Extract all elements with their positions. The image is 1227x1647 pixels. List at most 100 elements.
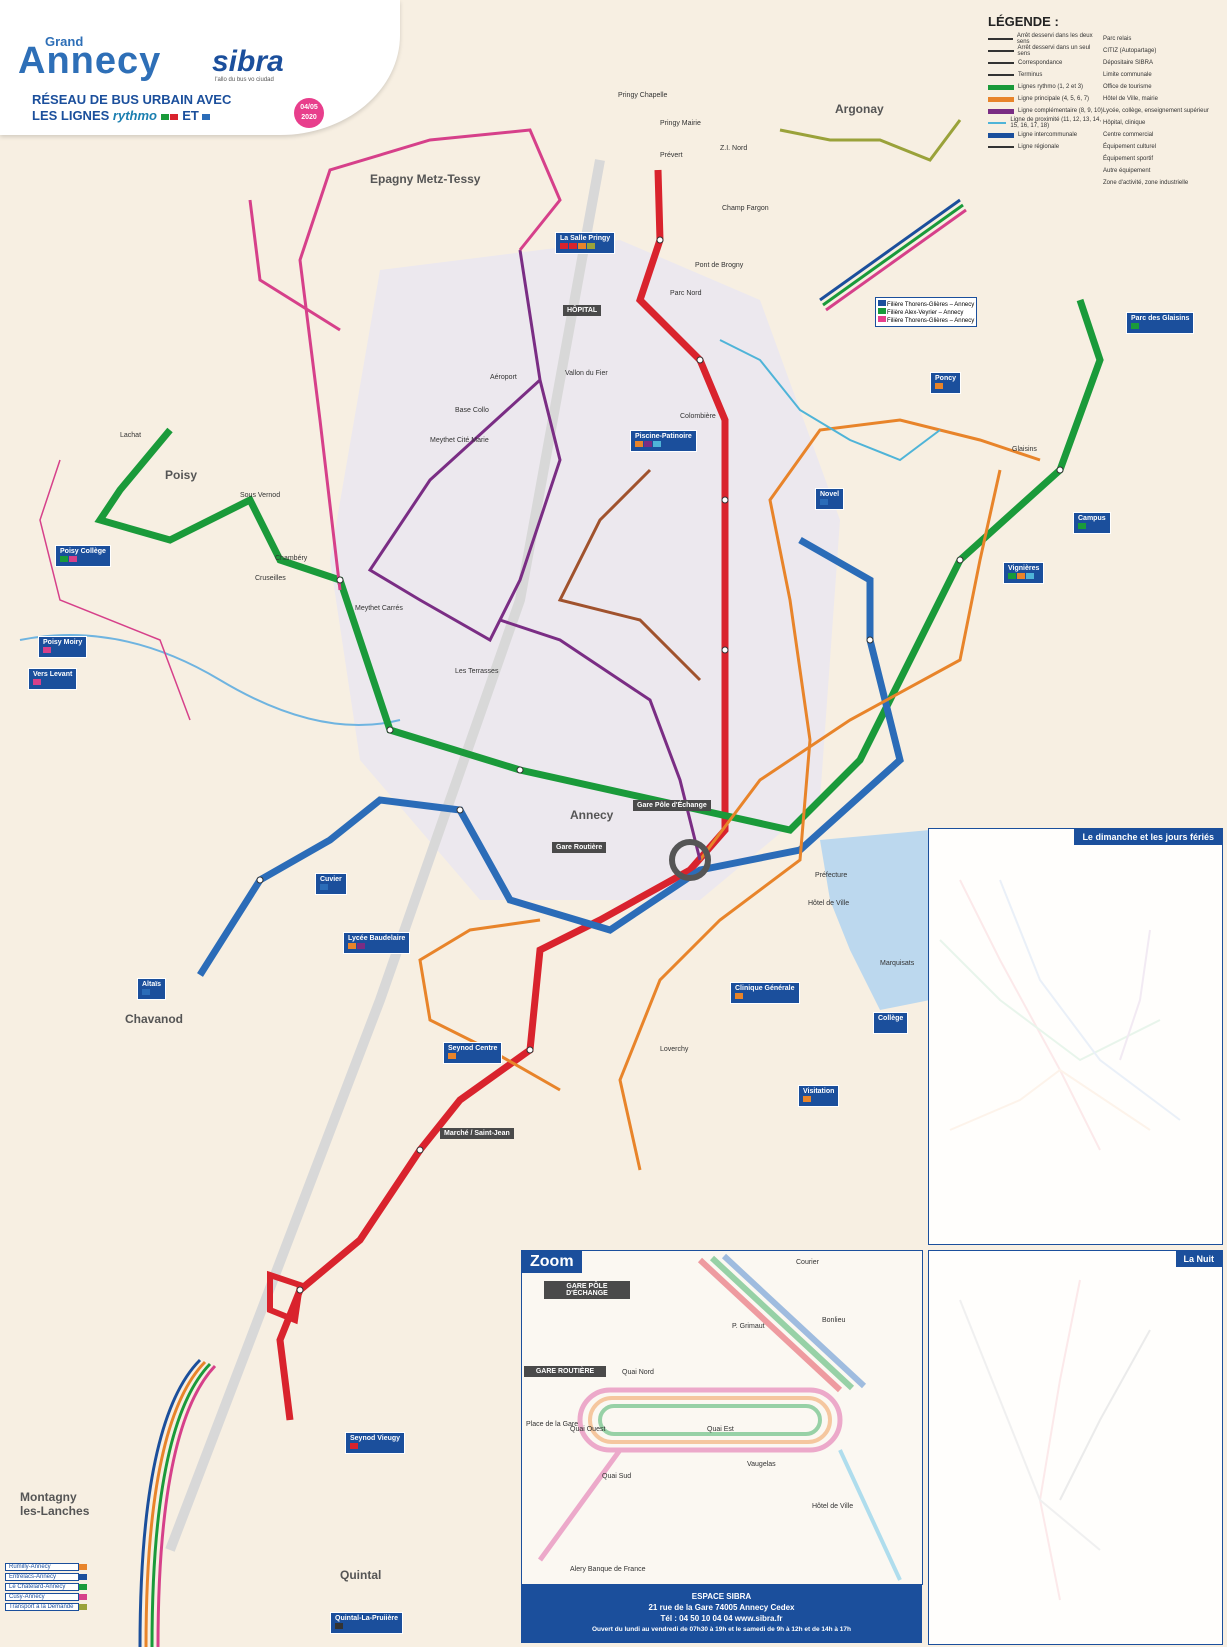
stop-campus[interactable]: Campus: [1073, 512, 1111, 534]
line-10[interactable]: [298, 128, 562, 591]
legend-symbol: Autre équipement: [1103, 168, 1151, 174]
urban-zone: [330, 240, 840, 900]
stop-gare-routiere[interactable]: Gare Routière: [552, 842, 607, 853]
stop-cuvier[interactable]: Cuvier: [315, 873, 347, 895]
brand-annecy-logo: Annecy: [18, 40, 162, 82]
stop-college[interactable]: Collège: [873, 1012, 909, 1034]
stop-vers-levant[interactable]: Vers Levant: [28, 668, 78, 690]
filieres-legend: Filière Thorens-Glières – Annecy Filière…: [875, 297, 978, 327]
line-14[interactable]: [719, 339, 941, 462]
legend-item: Ligne complémentaire (8, 9, 10): [988, 105, 1103, 117]
legend: LÉGENDE : Arrêt desservi dans les deux s…: [988, 14, 1218, 189]
line-7[interactable]: [557, 468, 702, 682]
zoom-label: P. Grimaut: [732, 1323, 765, 1330]
legend-symbol: Hôtel de Ville, mairie: [1103, 96, 1158, 102]
legend-symbol: Équipement culturel: [1103, 144, 1157, 150]
footer-line: ESPACE SIBRA: [691, 1592, 752, 1601]
stop-novel[interactable]: Novel: [815, 488, 845, 510]
zoom-label: Hôtel de Ville: [812, 1503, 854, 1510]
place-label: Glaisins: [1012, 446, 1037, 453]
place-label: Meythet Carrés: [355, 605, 403, 612]
legend-item: Arrêt desservi dans les deux sens: [988, 33, 1103, 45]
zoom-label: Quai Nord: [622, 1369, 654, 1376]
legend-title: LÉGENDE :: [988, 14, 1059, 29]
regional-corridor-legend: Rumilly-Annecy Entrelacs-Annecy Le Châte…: [5, 1563, 88, 1613]
hub-gare[interactable]: [669, 839, 711, 881]
place-label: Pringy Mairie: [660, 120, 701, 127]
place-label: Z.I. Nord: [720, 145, 748, 152]
brand-sibra-tagline: l'allo du bus vo ciudad: [215, 77, 274, 83]
stop-poisy-moiry[interactable]: Poisy Moiry: [38, 636, 88, 658]
stops: [256, 236, 1064, 1294]
stop-quintal[interactable]: Quintal-La-Pruiière: [330, 1612, 404, 1634]
place-label: Vallon du Fier: [565, 370, 608, 377]
line-1-loop: [267, 1270, 304, 1325]
stop-gare-pole-echange[interactable]: Gare Pôle d'Échange: [633, 800, 711, 811]
stop-seynod-vieugy[interactable]: Seynod Vieugy: [345, 1432, 406, 1454]
corridor-item: Cusy-Annecy: [5, 1593, 88, 1601]
stop-lycee-baudelaire[interactable]: Lycée Baudelaire: [343, 932, 411, 954]
sunday-panel-title: Le dimanche et les jours fériés: [1074, 829, 1222, 845]
zoom-label: Vaugelas: [747, 1461, 776, 1468]
legend-item: Ligne principale (4, 5, 6, 7): [988, 93, 1103, 105]
stop-parc-des-glaisins[interactable]: Parc des Glaisins: [1126, 312, 1195, 334]
legend-item: Ligne intercommunale: [988, 129, 1103, 141]
stop-visitation[interactable]: Visitation: [798, 1085, 840, 1107]
title-et: ET: [182, 108, 199, 123]
legend-symbol: Hôpital, clinique: [1103, 120, 1146, 126]
town-montagny: Montagny les-Lanches: [20, 1490, 90, 1518]
line-8[interactable]: [367, 249, 562, 643]
legend-symbol: Zone d'activité, zone industrielle: [1103, 180, 1189, 186]
place-label: Préfecture: [815, 872, 848, 879]
brand-grand: Grand: [45, 34, 84, 49]
night-panel-title: La Nuit: [1175, 1251, 1222, 1267]
line-12[interactable]: [779, 119, 962, 162]
stop-vignieres[interactable]: Vignières: [1003, 562, 1045, 584]
title-prefix: LES LIGNES: [32, 108, 110, 123]
zoom-panel: Zoom GARE PÔLE D'ÉCHANGE GARE ROUTIÈRE C…: [521, 1250, 923, 1585]
place-label: Les Terrasses: [455, 668, 499, 675]
place-label: Sous Vernod: [240, 492, 281, 499]
place-label: Pont de Brogny: [695, 262, 744, 269]
stop-poncy[interactable]: Poncy: [930, 372, 962, 394]
place-label: Lachat: [120, 432, 142, 439]
line-1[interactable]: [276, 169, 729, 1421]
night-panel: La Nuit: [928, 1250, 1223, 1645]
date-badge: 04/05 2020: [294, 98, 324, 128]
stop-la-salle-pringy[interactable]: La Salle Pringy: [555, 232, 616, 254]
stop-marche-saint-jean[interactable]: Marché / Saint-Jean: [440, 1128, 514, 1139]
stop-altais[interactable]: Altaïs: [137, 978, 167, 1000]
place-label: Parc Nord: [670, 290, 702, 297]
stop-clinique-generale[interactable]: Clinique Générale: [730, 982, 800, 1004]
stop-hopital[interactable]: HÔPITAL: [563, 305, 602, 316]
zoom-hub-gare-pole[interactable]: GARE PÔLE D'ÉCHANGE: [544, 1281, 630, 1299]
chip-line-blue: [202, 114, 211, 120]
legend-lines: Arrêt desservi dans les deux sens Arrêt …: [988, 33, 1103, 189]
zoom-panel-title: Zoom: [522, 1251, 582, 1273]
stop-piscine-patinoire[interactable]: Piscine-Patinoire: [630, 430, 697, 452]
legend-item: Ligne régionale: [988, 141, 1103, 153]
map-title-line2: LES LIGNES rythmo ET: [32, 108, 211, 123]
town-annecy: Annecy: [570, 808, 614, 822]
legend-symbol: Dépositaire SIBRA: [1103, 60, 1154, 66]
corridor-item: Transport à la Demande: [5, 1603, 88, 1611]
legend-item: Lignes rythmo (1, 2 et 3): [988, 81, 1103, 93]
zoom-label: Courier: [796, 1259, 819, 1266]
legend-symbol: CITIZ (Autopartage): [1103, 48, 1157, 54]
legend-symbol: Parc relais: [1103, 36, 1132, 42]
corridor-item: Le Châtelard-Annecy: [5, 1583, 88, 1591]
town-chavanod: Chavanod: [125, 1012, 184, 1026]
stop-seynod-centre[interactable]: Seynod Centre: [443, 1042, 503, 1064]
header-card: Grand Annecy sibra l'allo du bus vo ciud…: [0, 0, 400, 135]
line-6[interactable]: [698, 469, 1002, 861]
stop-poisy-college[interactable]: Poisy Collège: [55, 545, 111, 567]
title-rythmo: rythmo: [112, 108, 157, 123]
zoom-label: Quai Est: [707, 1426, 734, 1433]
place-label: Cruseilles: [255, 575, 286, 582]
line-4[interactable]: [618, 418, 1041, 1171]
zoom-label: Place de la Gare: [526, 1421, 579, 1428]
place-label: Hôtel de Ville: [808, 900, 850, 907]
zoom-label: Quai Sud: [602, 1473, 632, 1480]
town-poisy: Poisy: [165, 468, 198, 482]
zoom-hub-gare-routiere[interactable]: GARE ROUTIÈRE: [524, 1366, 606, 1377]
